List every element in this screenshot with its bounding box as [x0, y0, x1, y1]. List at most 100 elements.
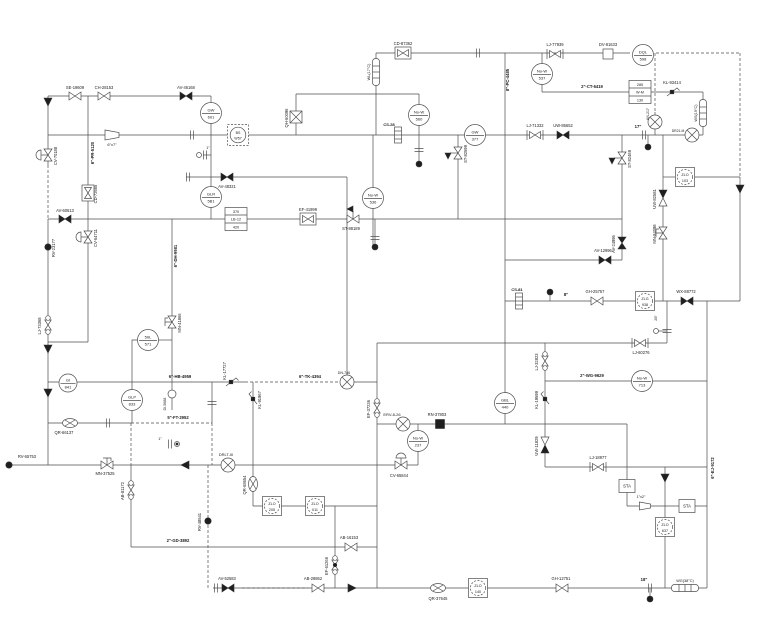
valve-label-wx-88772: WX-88772: [676, 289, 696, 294]
instrument-text: BS: [236, 131, 241, 135]
line-label: 1": [158, 437, 162, 441]
valve-ef-37236: [373, 398, 381, 418]
valve-kl-19599: [540, 391, 550, 405]
instrument-text: 50L: [145, 335, 152, 340]
spec-break-icon: [190, 130, 194, 140]
valve-qr-66137: [62, 418, 78, 428]
valve-rv-65753: [5, 461, 13, 469]
vent-circle-icon: [167, 389, 177, 399]
instrument-text: GI: [66, 378, 70, 383]
instrument-text: No-W: [537, 69, 547, 74]
instrument-text: GW: [208, 108, 215, 113]
valve-label-lj-18977: LJ-18977: [589, 455, 607, 460]
valve-av-52583: [221, 583, 235, 593]
valve-cd-72665: [81, 184, 95, 202]
instrument-text: 560: [416, 117, 423, 122]
valve-st-82469: [608, 151, 627, 165]
line-label: 6"-PR-5120: [90, 141, 95, 164]
instrument-text: GBL: [501, 398, 510, 403]
pipe-segment: [131, 339, 138, 390]
instrument-text: 601: [208, 115, 215, 120]
flow-arrow-icon: [347, 583, 357, 593]
spec-break-icon: [370, 236, 380, 240]
valve-gh-12751: [555, 583, 569, 593]
line-label: ERV-8-26: [383, 412, 401, 417]
spec-break-icon: [203, 150, 207, 160]
line-label: DN-746: [338, 371, 350, 375]
valve-label-uw-82581: UW-82581: [652, 189, 657, 209]
valve-lj-18977: [589, 462, 607, 472]
valve-label-st-82469: ST-82469: [627, 149, 632, 167]
flow-arrow-icon: [735, 184, 745, 194]
valve-label-mn-84098: MN-84098: [652, 224, 657, 244]
valve-av-60613: [58, 214, 72, 224]
valve-label-ab-16153: AB-16153: [340, 535, 359, 540]
valve-label-cd-72665: CD-72665: [93, 184, 98, 203]
instrument-text: 420: [233, 226, 239, 230]
valve-av-46168: [179, 91, 193, 101]
instrument-text: 537: [539, 76, 546, 81]
valve-label-lj-71332: LJ-71332: [526, 123, 544, 128]
valve-label-se-19609: SE-19609: [66, 85, 85, 90]
line-label: 1"x2": [637, 495, 646, 499]
valve-ab-28862: [311, 583, 325, 593]
instrument-sta-1: STA: [618, 479, 636, 493]
inline-mixer-icon: [647, 114, 663, 130]
instrument-text: ZLO: [311, 502, 318, 506]
instrument-now-537: No-W 537: [531, 63, 553, 85]
instrument-text: No-W: [368, 193, 378, 198]
drain-point-icon: [646, 595, 654, 603]
valve-label-qh-60096: QH-60096: [284, 108, 289, 128]
spec-break-icon: [214, 583, 218, 593]
valve-dv-81633: [602, 48, 614, 60]
spec-break-icon: [648, 583, 652, 593]
instrument-text: 237: [415, 443, 422, 448]
drain-point-icon: [644, 143, 652, 151]
drain-point-icon: [371, 243, 379, 251]
instrument-wl-gauge: [372, 58, 380, 86]
instrument-text: DQL: [639, 50, 648, 55]
line-label: 2"-CT-6419: [581, 84, 603, 89]
instrument-text: ZLO: [474, 584, 481, 588]
instrument-text: STA: [683, 504, 691, 509]
instrument-text: 841: [65, 385, 72, 390]
spec-break-icon: [414, 148, 424, 152]
drain-point-icon: [546, 288, 554, 296]
valve-rv-23177: [44, 243, 52, 251]
instrument-text: GLP: [128, 395, 136, 400]
gauge-label: WG(38°C): [676, 579, 694, 583]
spec-break-icon: [662, 329, 672, 333]
instrument-text: 5B1: [207, 199, 215, 204]
spec-break-icon: [476, 48, 480, 58]
instrument-text: W57: [234, 137, 241, 141]
valve-ch-28153: [97, 91, 111, 101]
valve-lj-32823: [541, 351, 549, 371]
line-label: DR21-M: [672, 129, 685, 133]
valve-label-st-88189: ST-88189: [342, 226, 360, 231]
instrument-text: 713: [639, 383, 646, 388]
valve-cv-64711: [75, 230, 93, 244]
gauge-label: WS(19°C): [694, 104, 698, 122]
valve-av-24995: [617, 236, 627, 250]
vent-circle-icon: [196, 152, 202, 158]
strainer-label: CS-28: [383, 122, 394, 127]
valve-st-88189: [346, 205, 360, 224]
valve-label-av-46168: AV-46168: [177, 85, 195, 90]
instrument-text: 205: [269, 508, 275, 512]
valve-kl-93414: [666, 87, 680, 97]
instrument-text: 440: [502, 405, 509, 410]
valve-label-cv-64711: CV-64711: [93, 228, 98, 247]
line-label: 6"-HB-4959: [169, 374, 192, 379]
valve-lj-73368: [44, 315, 52, 335]
valve-label-kl-91967: KL-91967: [257, 390, 262, 408]
valve-label-rv-23177: RV-23177: [51, 238, 56, 257]
flow-arrow-icon: [180, 460, 190, 470]
